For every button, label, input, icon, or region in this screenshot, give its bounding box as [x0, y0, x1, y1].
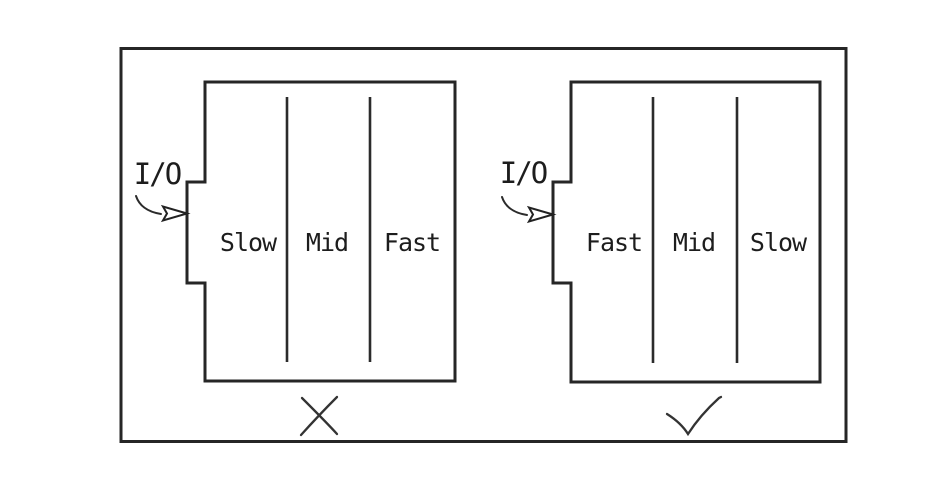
- right-column-label-3: Slow: [750, 228, 808, 257]
- left-memory-box: [185, 80, 457, 383]
- right-io-label: I/O: [500, 156, 547, 190]
- cross-icon: [299, 395, 339, 437]
- right-memory-box: [551, 80, 822, 384]
- left-column-label-3: Fast: [384, 228, 440, 257]
- left-column-label-2: Mid: [306, 228, 348, 257]
- outer-frame: [119, 47, 848, 443]
- left-io-leader-line: [135, 195, 162, 215]
- left-io-arrowhead-icon: [160, 204, 191, 223]
- left-panel: Slow Mid Fast I/O: [134, 80, 457, 437]
- left-column-label-1: Slow: [220, 228, 278, 257]
- checkmark-icon: [665, 395, 723, 437]
- right-io-arrowhead-icon: [526, 205, 557, 224]
- right-io-leader-line: [501, 196, 528, 216]
- right-column-label-1: Fast: [586, 228, 642, 257]
- right-column-label-2: Mid: [673, 228, 715, 257]
- right-panel: Fast Mid Slow I/O: [500, 80, 822, 437]
- left-io-label: I/O: [134, 157, 181, 191]
